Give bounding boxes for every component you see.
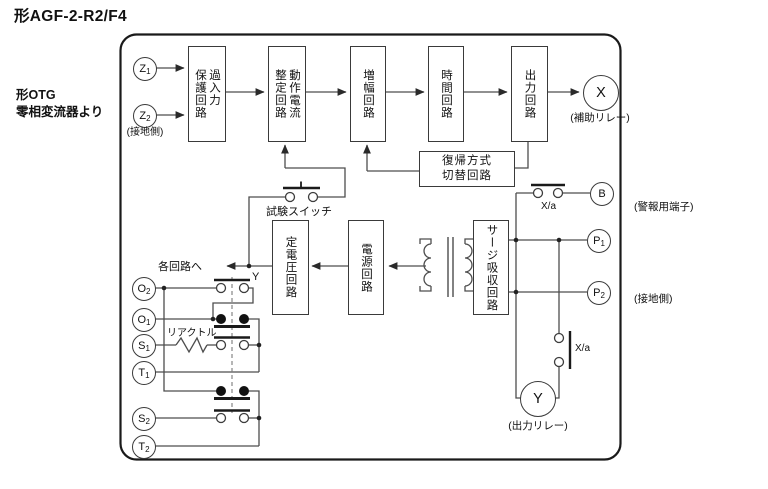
block-amplifier: 増幅回路 [350, 46, 386, 142]
terminal-side-wires [507, 192, 590, 399]
junction-dots [161, 237, 562, 421]
to-each-circuit-label: 各回路へ [158, 261, 202, 273]
test-switch-symbol [283, 181, 320, 203]
terminal-b: B [590, 182, 614, 206]
b-contact-lower-symbol [214, 386, 250, 400]
b-contact-upper-symbol [214, 314, 250, 328]
block-output: 出力回路 [511, 46, 548, 142]
block-power-supply: 電源回路 [348, 220, 384, 315]
block-timer: 時間回路 [428, 46, 464, 142]
contact-bank-wires [154, 287, 260, 447]
alarm-terminal-label: (警報用端子) [634, 201, 694, 213]
test-switch-label: 試験スイッチ [266, 206, 332, 218]
a-contact-s2-symbol [214, 409, 250, 424]
block-surge-absorber: サージ吸収回路 [473, 220, 509, 315]
y-contact-symbol [214, 278, 250, 294]
ground-side-left-label: (接地側) [126, 127, 164, 138]
test-switch-wires [248, 144, 346, 266]
transformer-symbol [419, 237, 473, 297]
aux-relay-x-circle: X [583, 75, 619, 111]
signal-flow-wires [155, 64, 580, 119]
output-relay-label: (出力リレー) [508, 420, 568, 432]
block-input-protection: 過入力 保護回路 [188, 46, 226, 142]
xa-contact-top-symbol [531, 183, 565, 199]
xa-contact-bottom-label: X/a [575, 343, 591, 354]
xa-contact-bottom-symbol [553, 331, 572, 369]
a-contact-s1-symbol [214, 336, 250, 351]
block-constant-voltage: 定電圧回路 [272, 220, 309, 315]
block-current-setting: 動作電流 整定回路 [268, 46, 306, 142]
y-contact-label: Y [252, 271, 260, 283]
aux-relay-label: (補助リレー) [570, 112, 630, 124]
source-label: 形OTG 零相変流器より [16, 88, 104, 119]
output-relay-y-circle: Y [520, 381, 556, 417]
page-title: 形AGF-2-R2/F4 [14, 8, 127, 25]
ground-side-right-label: (接地側) [634, 293, 673, 305]
relay-enclosure-border [119, 33, 622, 461]
block-reset-mode: 復帰方式 切替回路 [419, 151, 515, 187]
reactor-label: リアクトル [167, 328, 217, 339]
reset-feedback-wires [363, 140, 529, 172]
xa-contact-top-label: X/a [541, 201, 557, 212]
